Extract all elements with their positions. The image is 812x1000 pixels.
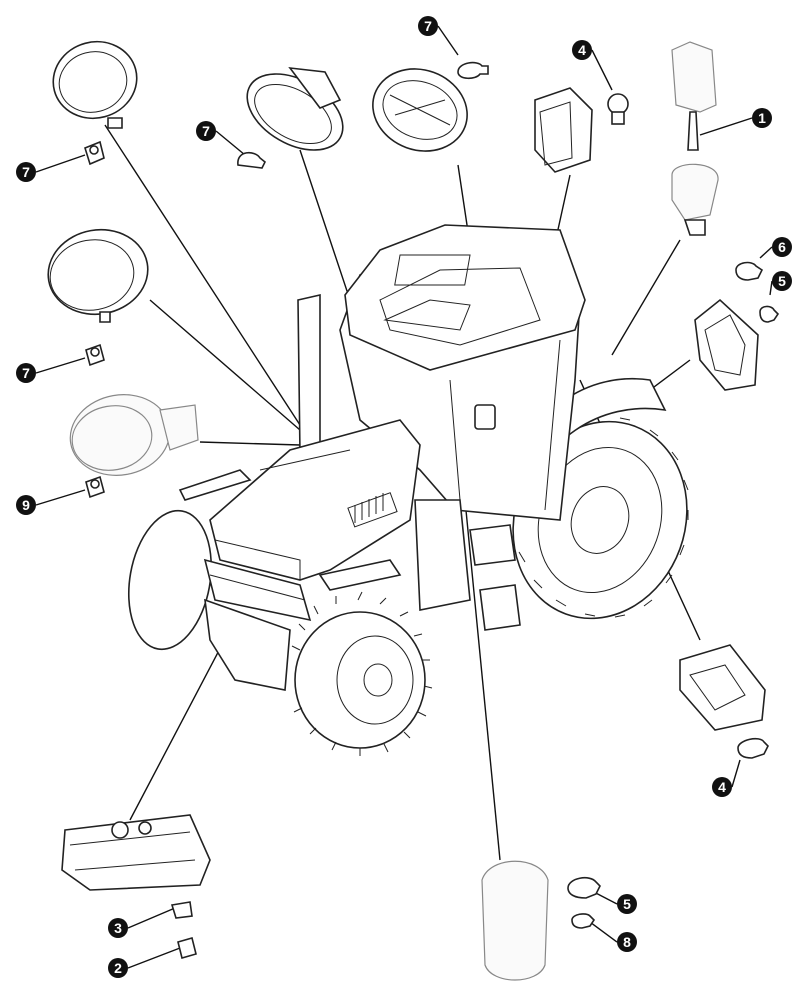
tractor-icon	[127, 224, 689, 756]
callout-badge	[108, 958, 128, 978]
callout-c7a: 7	[418, 16, 438, 36]
callout-number: 4	[718, 779, 726, 795]
headlamp-cluster-icon	[61, 814, 211, 891]
callout-c1: 1	[752, 108, 772, 128]
cab-roof-lamp-icon	[372, 68, 468, 152]
callout-number: 2	[114, 960, 122, 976]
callout-number: 5	[778, 273, 786, 289]
callout-badge	[196, 121, 216, 141]
callout-number: 7	[202, 123, 210, 139]
bulb-icon	[607, 93, 629, 125]
callout-number: 9	[22, 497, 30, 513]
bulb-icon	[735, 261, 780, 323]
work-lamp-icon	[52, 40, 138, 129]
callout-badge	[16, 363, 36, 383]
callout-badge	[16, 162, 36, 182]
callout-c7c: 7	[16, 162, 36, 182]
callout-group: 1 2 3 4 4 5 5 6 7 7 7 7 8 9	[16, 16, 792, 978]
oval-work-lamp-icon	[246, 66, 344, 151]
callout-c7b: 7	[196, 121, 216, 141]
callout-number: 7	[22, 365, 30, 381]
callout-number: 1	[758, 110, 766, 126]
bulb-icon	[85, 343, 105, 367]
callout-number: 6	[778, 239, 786, 255]
callout-badge	[712, 777, 732, 797]
callout-badge	[772, 271, 792, 291]
callout-number: 5	[623, 896, 631, 912]
callout-c5b: 5	[617, 894, 637, 914]
callout-badge	[16, 495, 36, 515]
bulb-icon	[567, 876, 601, 929]
callout-c6: 6	[772, 237, 792, 257]
callout-c7d: 7	[16, 363, 36, 383]
callout-badge	[772, 237, 792, 257]
callout-number: 7	[424, 18, 432, 34]
bulb-icon	[84, 140, 105, 166]
work-lamp-icon	[69, 394, 199, 476]
callout-badge	[108, 918, 128, 938]
bulb-icon	[237, 151, 267, 169]
callout-number: 7	[22, 164, 30, 180]
callout-c3: 3	[108, 918, 128, 938]
callout-c4b: 4	[712, 777, 732, 797]
callout-badge	[617, 894, 637, 914]
callout-c2: 2	[108, 958, 128, 978]
callout-badge	[617, 932, 637, 952]
plate-lamp-icon	[534, 87, 593, 173]
callout-number: 8	[623, 934, 631, 950]
bulb-icon	[170, 901, 197, 959]
beacon-icon	[671, 41, 719, 236]
callout-badge	[572, 40, 592, 60]
bulb-icon	[457, 61, 489, 80]
callout-badge	[418, 16, 438, 36]
plate-lamp-icon	[679, 644, 766, 731]
callout-number: 4	[578, 42, 586, 58]
bulb-icon	[737, 737, 769, 759]
callout-badge	[752, 108, 772, 128]
tail-lamp-icon	[694, 298, 759, 391]
bulb-icon	[85, 475, 105, 499]
work-lamp-icon	[47, 228, 149, 323]
callout-number: 3	[114, 920, 122, 936]
callout-c5a: 5	[772, 271, 792, 291]
leader-lines	[35, 25, 773, 969]
callout-c8: 8	[617, 932, 637, 952]
callout-c9: 9	[16, 495, 36, 515]
callout-c4a: 4	[572, 40, 592, 60]
tail-lamp-icon	[481, 860, 549, 981]
